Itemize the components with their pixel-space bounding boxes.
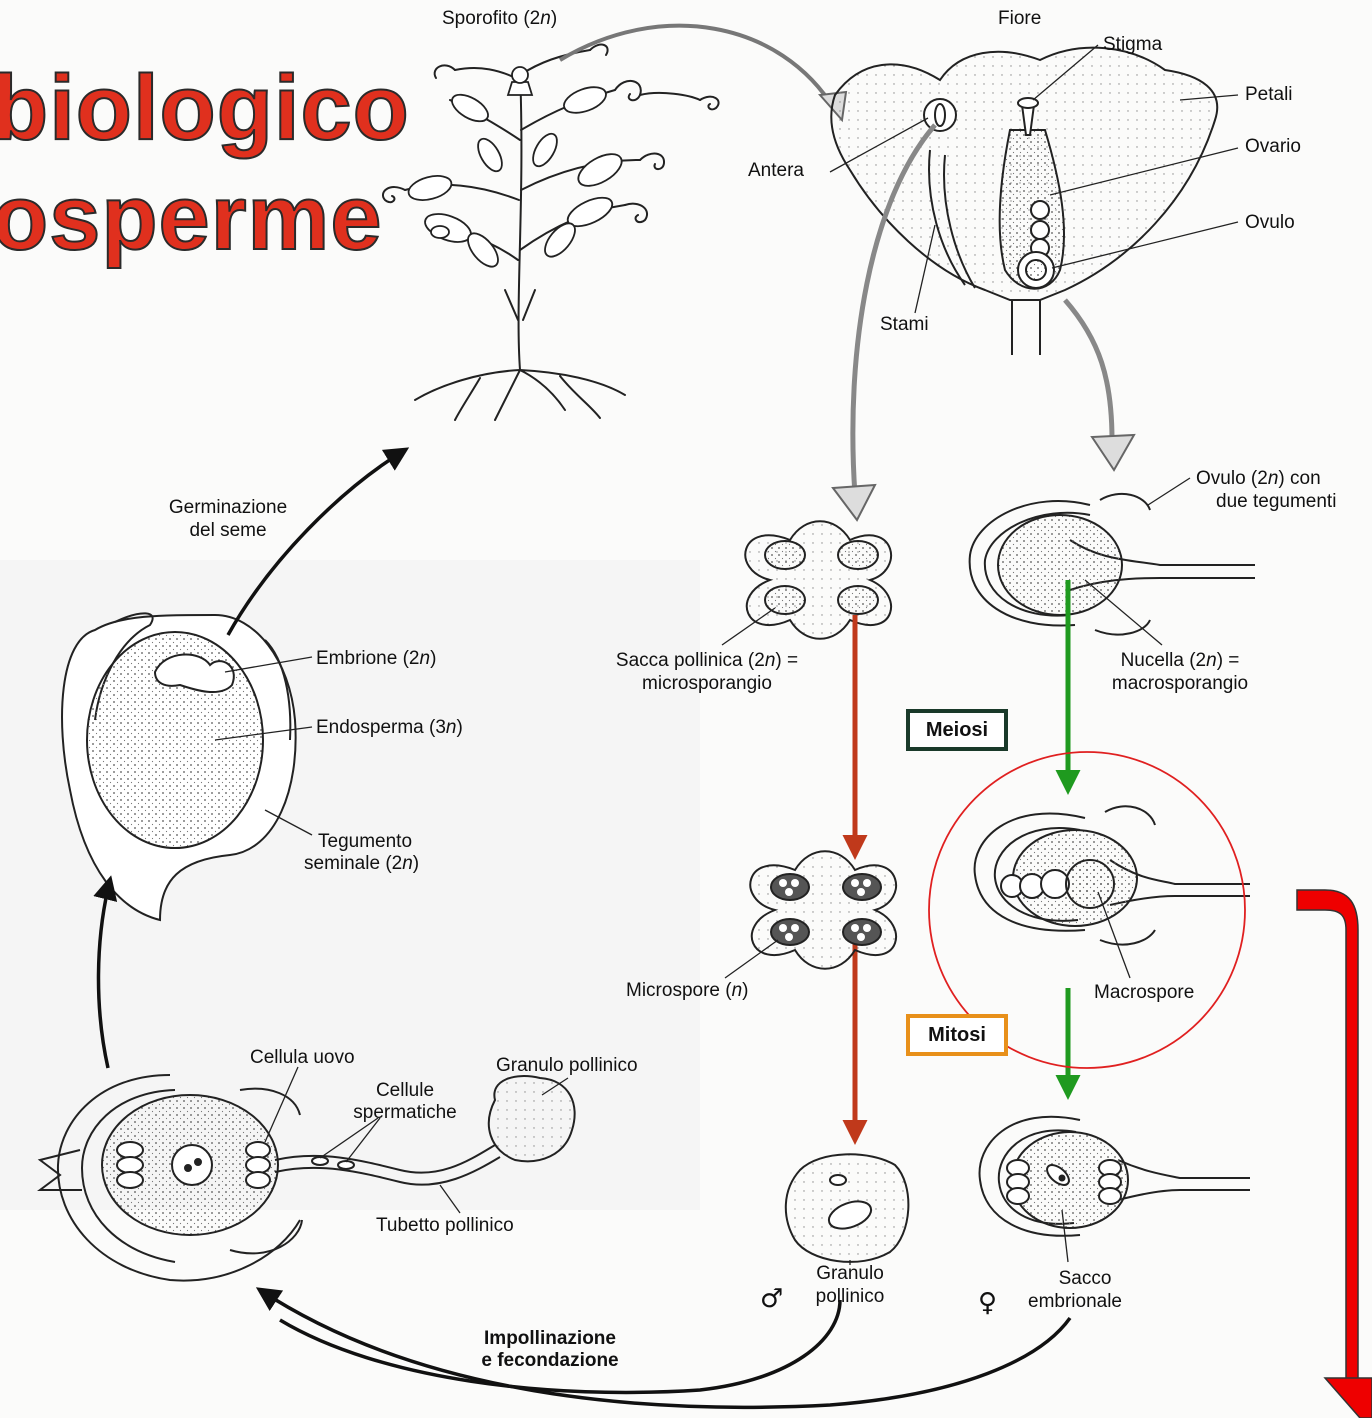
male-symbol: ♂ [760, 1286, 783, 1312]
label-impollinazione-1: Impollinazione [440, 1328, 660, 1350]
pollen-grain [786, 1154, 909, 1262]
female-symbol: ♀ [978, 1290, 997, 1316]
label-antera: Antera [748, 160, 804, 182]
label-nucella-1: Nucella (2n) = [1095, 650, 1265, 672]
label-granulo-pollinico-1: Granulo [795, 1263, 905, 1285]
label-stami: Stami [880, 314, 929, 336]
label-fiore: Fiore [998, 8, 1041, 30]
label-ovulo-tegumenti-2: due tegumenti [1216, 491, 1336, 513]
label-tegumento-2: seminale (2n) [304, 853, 419, 875]
label-embrione: Embrione (2n) [316, 648, 436, 670]
label-sacca-pollinica-1: Sacca pollinica (2n) = [582, 650, 832, 672]
label-sacco-embrionale-1: Sacco [1025, 1268, 1145, 1290]
label-microspore: Microspore (n) [626, 980, 748, 1002]
microspores [750, 851, 896, 969]
label-impollinazione-2: e fecondazione [440, 1350, 660, 1372]
pollen-sac [745, 521, 891, 639]
label-germinazione-2: del seme [148, 520, 308, 542]
label-granulo-pollinico-top: Granulo pollinico [496, 1055, 638, 1077]
label-ovulo-tegumenti-1: Ovulo (2n) con [1196, 468, 1321, 490]
label-endosperma: Endosperma (3n) [316, 717, 463, 739]
label-tegumento-1: Tegumento [318, 831, 412, 853]
title-line-1: biologico [0, 62, 410, 154]
label-petali: Petali [1245, 84, 1293, 106]
label-meiosi: Meiosi [908, 719, 1006, 741]
label-granulo-pollinico-2: pollinico [795, 1286, 905, 1308]
label-cellula-uovo: Cellula uovo [250, 1047, 355, 1069]
label-sporofito: Sporofito (2n) [442, 8, 557, 30]
title-line-2: osperme [0, 172, 383, 264]
label-ovario: Ovario [1245, 136, 1301, 158]
label-nucella-2: macrosporangio [1095, 673, 1265, 695]
label-sacca-pollinica-2: microsporangio [582, 673, 832, 695]
label-germinazione-1: Germinazione [148, 497, 308, 519]
label-macrospore: Macrospore [1094, 982, 1194, 1004]
label-sacco-embrionale-2: embrionale [1005, 1291, 1145, 1313]
label-mitosi: Mitosi [908, 1024, 1006, 1046]
label-stigma: Stigma [1103, 34, 1162, 56]
label-cellule-spermatiche-1: Cellule [350, 1080, 460, 1102]
label-cellule-spermatiche-2: spermatiche [330, 1102, 480, 1124]
label-tubetto-pollinico: Tubetto pollinico [376, 1215, 514, 1237]
label-ovulo: Ovulo [1245, 212, 1295, 234]
